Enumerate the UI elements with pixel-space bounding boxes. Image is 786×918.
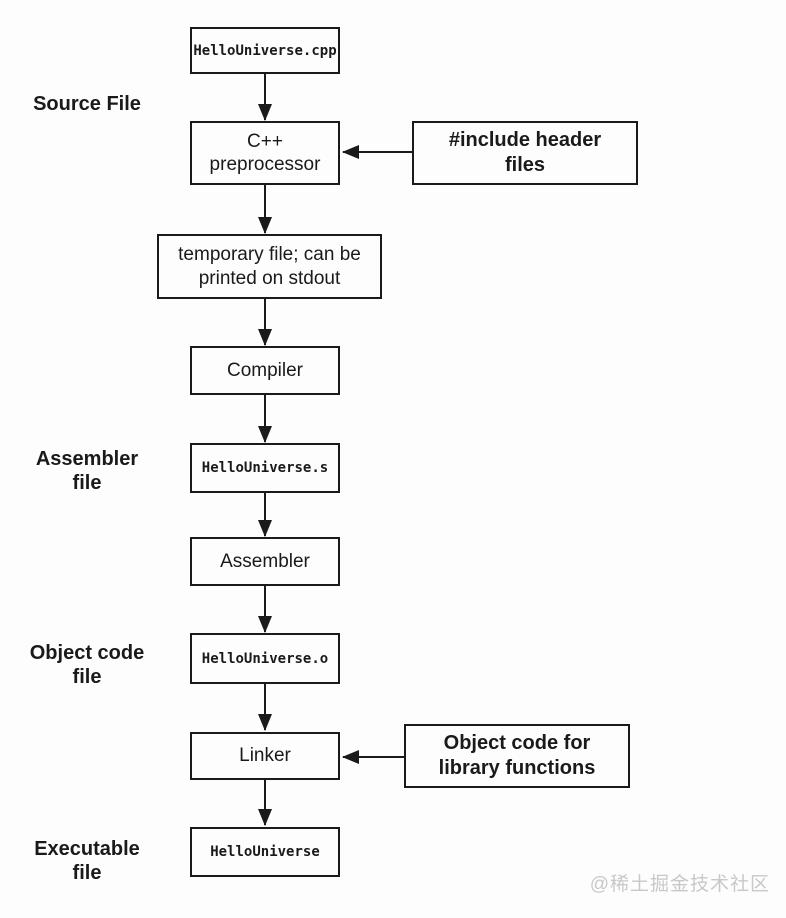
stage-label-assembler-file: Assembler file: [35, 448, 139, 494]
node-compiler: Compiler: [190, 346, 340, 395]
node-linker: Linker: [190, 732, 340, 780]
node-hellouniverse-s: HelloUniverse.s: [190, 443, 340, 493]
stage-label-executable-file: Executable file: [34, 838, 140, 884]
node-hellouniverse-o: HelloUniverse.o: [190, 633, 340, 684]
node-cpp-preprocessor: C++ preprocessor: [190, 121, 340, 185]
node-hellouniverse-cpp: HelloUniverse.cpp: [190, 27, 340, 74]
input-object-code-library: Object code for library functions: [404, 724, 630, 788]
stage-label-object-code-file: Object code file: [29, 642, 145, 688]
stage-label-source-file: Source File: [33, 93, 141, 115]
node-assembler: Assembler: [190, 537, 340, 586]
input-include-header-files: #include header files: [412, 121, 638, 185]
node-hellouniverse-exe: HelloUniverse: [190, 827, 340, 877]
watermark-text: @稀土掘金技术社区: [589, 874, 770, 895]
node-temporary-file: temporary file; can be printed on stdout: [157, 234, 382, 299]
